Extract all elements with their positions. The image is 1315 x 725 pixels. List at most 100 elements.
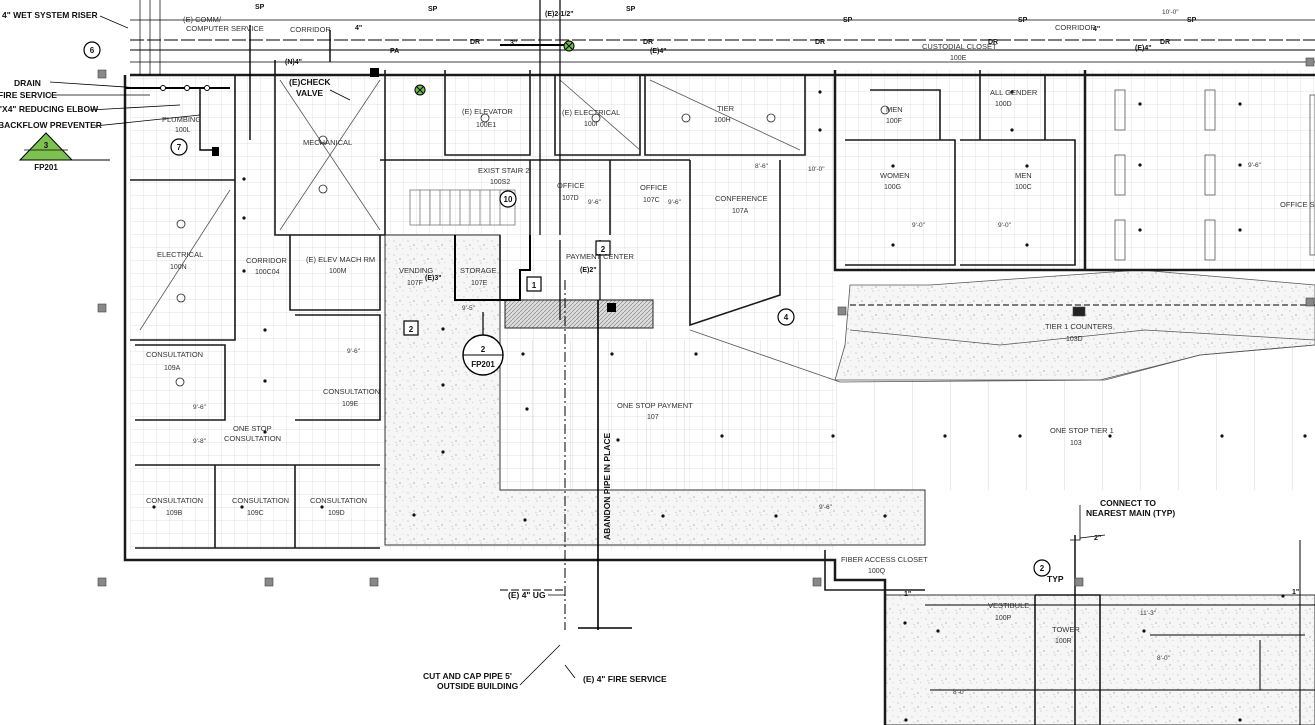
room-one-stop-tier1-num: 103	[1070, 440, 1082, 447]
room-elev-mach: (E) ELEV MACH RM	[306, 255, 375, 264]
room-computer-service: COMPUTER SERVICE	[186, 24, 264, 33]
leader-lines	[49, 15, 1106, 686]
room-office-2: OFFICE	[640, 183, 668, 192]
room-storage: STORAGE	[460, 266, 497, 275]
pipe-e3: (E)3"	[425, 275, 442, 282]
pipe-sp-2: SP	[428, 6, 438, 13]
note-backflow: BACKFLOW PREVENTER	[0, 120, 102, 130]
pipe-e4-2: (E)4"	[1135, 45, 1152, 52]
note-check-valve-1: (E)CHECK	[289, 77, 331, 87]
columns	[97, 57, 1315, 587]
room-comm: (E) COMM/	[183, 15, 222, 24]
dim-north-height: 10'-0"	[1162, 9, 1179, 16]
dim-consult-e-height: 9'-6"	[347, 348, 361, 355]
room-electrical-e: (E) ELECTRICAL	[562, 108, 620, 117]
room-electrical-w-num: 100N	[170, 264, 187, 271]
pipe-4-east: 4"	[1093, 26, 1100, 33]
stair-treads	[409, 189, 516, 226]
keynote-10: 10	[504, 195, 513, 204]
room-office-1-num: 107D	[562, 195, 579, 202]
room-corridor-1: CORRIDOR	[290, 25, 331, 34]
note-connect-2: NEAREST MAIN (TYP)	[1086, 508, 1175, 518]
dim-tower-east-height: 8'-0"	[1157, 655, 1171, 662]
room-vestibule: VESTIBULE	[988, 601, 1029, 610]
dim-onestop-height: 9'-8"	[193, 438, 207, 445]
dim-vestibule-height: 11'-3"	[1140, 610, 1157, 617]
room-tier1-counters: TIER 1 COUNTERS	[1045, 322, 1113, 331]
pipe-dr-3: DR	[815, 39, 825, 46]
note-drain: DRAIN	[14, 78, 41, 88]
dim-consult-a-height: 9'-6"	[193, 404, 207, 411]
room-vestibule-num: 100P	[995, 615, 1012, 622]
pipe-pa: PA	[390, 48, 399, 55]
room-consultation-c-num: 109C	[247, 510, 264, 517]
pipe-e4-1: (E)4"	[650, 48, 667, 55]
room-storage-num: 107E	[471, 280, 488, 287]
room-consultation-e: CONSULTATION	[323, 387, 380, 396]
room-men-1: MEN	[886, 105, 903, 114]
note-cut-cap-1: CUT AND CAP PIPE 5'	[423, 671, 512, 681]
pipe-sp-4: SP	[843, 17, 853, 24]
fire-piping	[125, 0, 1315, 725]
room-one-stop-payment-num: 107	[647, 414, 659, 421]
detail-bubble: 2 FP201	[462, 312, 504, 376]
detail-number: 2	[481, 345, 486, 354]
light-fixtures	[175, 105, 890, 387]
room-vending-num: 107F	[407, 280, 423, 287]
room-consultation-b: CONSULTATION	[146, 496, 203, 505]
room-tier: TIER	[717, 104, 735, 113]
dim-south-height: 8'-0"	[953, 689, 967, 696]
dim-conf-height: 8'-6"	[755, 163, 769, 170]
dim-lobby-height: 9'-6"	[819, 504, 833, 511]
room-exist-stair-num: 100S2	[490, 179, 510, 186]
pipe-dr-2: DR	[643, 39, 653, 46]
room-men-2-num: 100C	[1015, 184, 1032, 191]
room-men-2: MEN	[1015, 171, 1032, 180]
room-tier-num: 100H	[714, 117, 731, 124]
keynote-2b: 2	[601, 245, 606, 254]
room-office-space: OFFICE SPACE	[1280, 200, 1315, 209]
room-all-gender-num: 100D	[995, 101, 1012, 108]
room-corridor-3-num: 100C04	[255, 269, 280, 276]
annotations: 4" WET SYSTEM RISER DRAIN FIRE SERVICE "…	[0, 10, 1175, 691]
pipe-dr-4: DR	[988, 39, 998, 46]
room-vending: VENDING	[399, 266, 433, 275]
dimension-labels: 8'-6" 10'-0" 10'-0" 9'-6" 9'-6" 9'-6" 9'…	[193, 9, 1262, 696]
room-labels: (E) COMM/ COMPUTER SERVICE CORRIDOR PLUM…	[146, 15, 1315, 645]
room-elev-mach-num: 100M	[329, 268, 347, 275]
pipe-dr-1: DR	[470, 39, 480, 46]
room-women-num: 100G	[884, 184, 901, 191]
room-electrical-w: ELECTRICAL	[157, 250, 203, 259]
room-women: WOMEN	[880, 171, 910, 180]
room-electrical-e-num: 100I	[584, 121, 598, 128]
room-all-gender: ALL GENDER	[990, 88, 1038, 97]
room-men-1-num: 100F	[886, 118, 902, 125]
room-consultation-d: CONSULTATION	[310, 496, 367, 505]
note-reducing-elbow: "X4" REDUCING ELBOW	[0, 104, 99, 114]
dim-women-height: 9'-0"	[912, 222, 926, 229]
room-one-stop: ONE STOP	[233, 424, 272, 433]
keynote-6: 6	[90, 46, 95, 55]
keynote-7: 7	[177, 143, 182, 152]
room-one-stop-consult: CONSULTATION	[224, 434, 281, 443]
pipe-labels: SP SP SP SP SP SP (E)2-1/2" DR DR DR DR …	[255, 4, 1299, 598]
counter-edge	[849, 329, 1315, 346]
room-mechanical: MECHANICAL	[303, 138, 352, 147]
dim-office-height: 9'-6"	[1248, 162, 1262, 169]
note-typ: TYP	[1047, 574, 1064, 584]
detail-sheet: FP201	[471, 360, 495, 369]
diagonal-cross-lines	[139, 79, 801, 331]
room-consultation-a-num: 109A	[164, 365, 181, 372]
pipe-sp-6: SP	[1187, 17, 1197, 24]
counter-outline	[689, 329, 1315, 383]
pipe-e2: (E)2"	[580, 267, 597, 274]
note-check-valve-2: VALVE	[296, 88, 323, 98]
room-consultation-a: CONSULTATION	[146, 350, 203, 359]
keynote-tags: 1 2 2 2 4 6 7 10	[83, 41, 1051, 577]
room-consultation-e-num: 109E	[342, 401, 359, 408]
room-corridor-2: CORRIDOR	[1055, 23, 1096, 32]
room-consultation-c: CONSULTATION	[232, 496, 289, 505]
room-conference-num: 107A	[732, 208, 749, 215]
room-plumbing-num: 100L	[175, 127, 191, 134]
